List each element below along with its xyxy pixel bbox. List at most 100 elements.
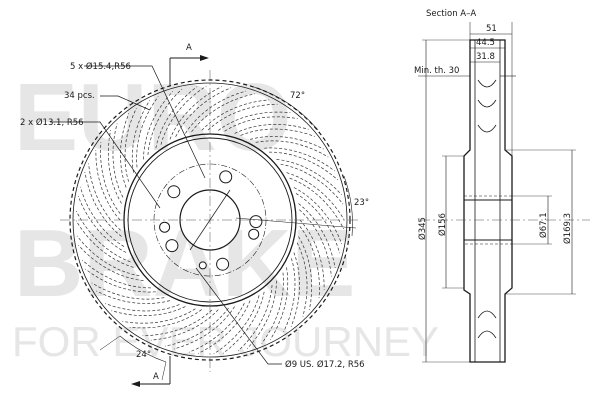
slot-edge	[191, 93, 256, 133]
slot-edge	[207, 103, 278, 131]
slot	[286, 172, 345, 220]
slot-edge	[100, 142, 121, 214]
bolt-hole	[216, 257, 230, 271]
slot	[201, 99, 270, 131]
slot-edge	[213, 295, 260, 355]
angle-label-72: 72°	[290, 91, 305, 101]
vane-bottom	[477, 310, 497, 339]
section-mark-bottom: A	[131, 356, 171, 387]
leader-holes-9	[195, 267, 282, 365]
callout-holes-2: 2 x Ø13.1, R56	[20, 117, 84, 128]
slot-edge	[280, 163, 344, 205]
slot	[143, 91, 174, 160]
slot	[96, 290, 170, 304]
slot	[111, 306, 186, 316]
front-view: A A 5 x Ø15.4,R56 34 pcs. 2 x Ø13.1, R56…	[20, 43, 369, 387]
slot	[218, 111, 291, 131]
slot	[75, 220, 134, 268]
slot-edge	[224, 116, 298, 132]
locating-hole	[159, 221, 171, 233]
leader-holes-5	[84, 65, 206, 179]
angle-ref-24a	[99, 335, 121, 351]
slot	[95, 149, 121, 221]
leader-pcs	[100, 95, 151, 111]
slot	[290, 252, 300, 327]
slot-edge	[142, 309, 213, 337]
angle-arc-23	[343, 175, 353, 237]
slot-edge	[136, 96, 159, 168]
slot	[246, 280, 277, 349]
slot-edge	[124, 107, 137, 182]
slot-edge	[105, 303, 180, 312]
slot	[78, 244, 144, 281]
angle-ref-24b	[161, 361, 167, 381]
slot	[222, 291, 265, 354]
bolt-hole	[219, 170, 233, 184]
slot-edge	[147, 88, 183, 155]
dim-1693: Ø169.3	[562, 213, 573, 244]
angle-ref-23	[235, 217, 357, 229]
slot-edge	[299, 226, 320, 298]
watermark-line1: EURO	[14, 64, 291, 171]
section-letter-bottom: A	[153, 372, 159, 382]
slot-edge	[295, 193, 341, 254]
slot	[276, 159, 342, 196]
bolt-hole	[167, 185, 181, 199]
section-title: Section A–A	[426, 9, 476, 19]
slot-edge	[255, 140, 329, 158]
bolt-hole	[249, 215, 263, 229]
angle-label-24: 24°	[136, 350, 151, 360]
slot-edge	[299, 209, 332, 277]
leader-holes-2	[50, 121, 161, 209]
slot	[299, 219, 325, 291]
slot	[198, 300, 251, 354]
slot-edge	[91, 282, 165, 300]
slot-edge	[76, 235, 140, 277]
slot	[77, 195, 127, 253]
radius-line-b	[189, 219, 211, 251]
slot	[131, 100, 151, 173]
slot	[298, 236, 313, 310]
slot-edge	[261, 272, 284, 344]
min-thickness: Min. th. 30	[414, 66, 459, 76]
angle-arc-72	[253, 86, 319, 131]
callout-holes-9: Ø9 US. Ø17.2, R56	[285, 359, 365, 370]
radius-line-a	[209, 189, 231, 221]
section-mark-top: A	[169, 43, 209, 86]
slot-edge	[283, 258, 296, 333]
dim-51: 51	[486, 24, 497, 34]
small-hole	[198, 261, 207, 270]
locating-hole	[248, 228, 260, 240]
slot-edge	[296, 242, 308, 317]
slot	[169, 86, 222, 140]
slot-edge	[240, 128, 315, 137]
slot-edge	[289, 177, 345, 229]
dim-318: 31.8	[476, 52, 495, 62]
slot	[120, 113, 130, 188]
section-letter-top: A	[186, 43, 192, 53]
watermark-tagline: FOR EVER JOURNEY	[12, 318, 439, 365]
slot-edge	[237, 285, 273, 352]
slot	[234, 124, 309, 134]
callout-pcs: 34 pcs.	[64, 91, 95, 101]
slot-edge	[122, 308, 196, 324]
slot-edge	[88, 163, 121, 231]
slot-edge	[164, 307, 229, 347]
dim-445: 44.5	[476, 38, 495, 48]
callout-holes-5: 5 x Ø15.4,R56	[70, 61, 131, 72]
section-view: Section A–A 51 44.5 31.8 Min. th. 30 Ø3	[414, 9, 590, 363]
slot-edge	[160, 85, 207, 145]
dim-671: Ø67.1	[538, 212, 549, 238]
slot	[264, 147, 335, 172]
angle-arc-24	[119, 335, 167, 363]
section-profile	[463, 39, 513, 363]
slot-pattern	[75, 85, 345, 355]
slot-edge	[269, 151, 339, 181]
vane-top	[477, 79, 497, 133]
dim-156: Ø156	[437, 213, 448, 236]
slot	[250, 136, 324, 150]
dim-345: Ø345	[417, 217, 428, 240]
slot-edge	[81, 259, 151, 289]
